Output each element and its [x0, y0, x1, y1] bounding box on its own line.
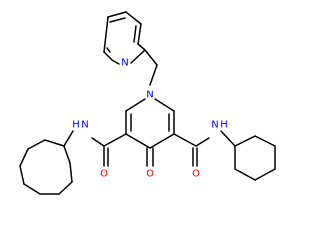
bond	[130, 49, 146, 64]
bond	[103, 51, 113, 61]
bond	[137, 43, 146, 51]
bond	[44, 139, 65, 147]
right-amide-group: O N H	[173, 120, 236, 180]
bond	[103, 16, 109, 53]
double-bond-inner	[106, 47, 111, 53]
right-amide-h-label: H	[220, 120, 228, 131]
molecule-structure-diagram: N N O O H N	[19, 11, 276, 195]
double-bond-inner	[109, 17, 126, 23]
bond	[234, 168, 256, 181]
bond	[149, 133, 175, 149]
bond	[220, 130, 236, 147]
bond	[254, 168, 276, 181]
bond	[27, 139, 46, 150]
right-amide-nitrogen-label: N	[211, 120, 218, 131]
left-amide-h-label: H	[72, 120, 80, 131]
ketone-group: O	[146, 147, 154, 180]
bond	[195, 137, 210, 147]
bond	[103, 133, 127, 147]
ketone-oxygen-label: O	[146, 169, 154, 180]
bond	[19, 165, 25, 185]
bond	[111, 59, 120, 65]
pyridine-ring	[103, 11, 146, 61]
right-amide-oxygen-label: O	[192, 169, 200, 180]
pyridine-nitrogen-label: N	[121, 58, 128, 69]
left-amide-oxygen-label: O	[100, 169, 108, 180]
bond	[125, 133, 151, 149]
bond	[173, 133, 197, 147]
bond	[125, 11, 142, 25]
bond	[69, 162, 73, 183]
pyridine-nitrogen-atom: N	[121, 58, 128, 69]
double-bond-inner	[133, 25, 137, 43]
bond	[91, 137, 105, 147]
left-amide-group: O H N	[63, 120, 127, 180]
cyclohexyl-ring	[234, 135, 276, 181]
ring-nitrogen-label: N	[146, 90, 153, 101]
bond	[149, 64, 158, 86]
bond	[58, 181, 73, 195]
bond	[234, 135, 256, 147]
bond	[144, 49, 158, 66]
bond	[63, 145, 71, 164]
left-amide-nitrogen-label: N	[81, 120, 88, 131]
bond	[254, 135, 276, 147]
pyridinone-ring: N	[125, 90, 175, 149]
bond	[125, 98, 146, 112]
bond	[154, 98, 175, 112]
cyclooctyl-ring	[19, 139, 73, 195]
bond	[137, 23, 142, 45]
bond	[63, 130, 74, 147]
bond	[19, 148, 29, 167]
bond	[23, 183, 41, 195]
bond	[107, 11, 127, 18]
